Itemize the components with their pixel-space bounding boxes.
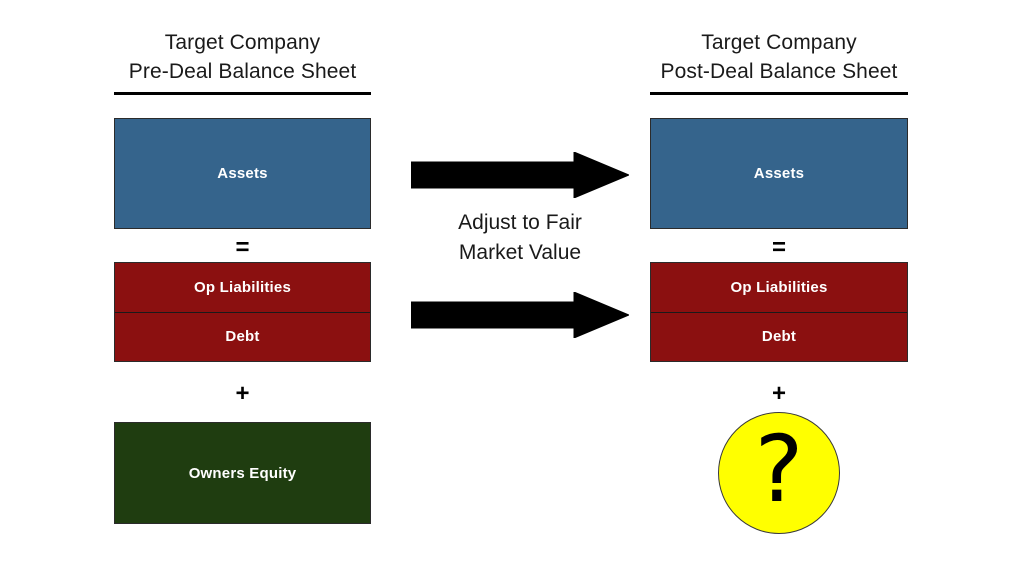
right-assets-box: Assets — [650, 118, 908, 229]
left-op-liabilities-row: Op Liabilities — [115, 263, 370, 312]
left-column-title: Target Company Pre-Deal Balance Sheet — [114, 28, 371, 86]
left-debt-label: Debt — [225, 328, 260, 346]
left-title-line-1: Target Company — [164, 31, 321, 54]
right-op-liabilities-label: Op Liabilities — [730, 278, 828, 296]
left-title-underline — [114, 92, 371, 95]
left-assets-label: Assets — [217, 165, 268, 182]
top-transform-arrow — [411, 152, 629, 198]
left-assets-box: Assets — [114, 118, 371, 229]
right-column-title: Target Company Post-Deal Balance Sheet — [650, 28, 908, 86]
right-plus-sign: + — [771, 380, 786, 407]
left-debt-row: Debt — [115, 311, 370, 362]
left-liabilities-stack: Op Liabilities Debt — [114, 262, 371, 362]
right-title-underline — [650, 92, 908, 95]
unknown-equity-circle: ? — [718, 412, 840, 534]
left-title-line-2: Pre-Deal Balance Sheet — [128, 60, 357, 83]
right-liabilities-stack: Op Liabilities Debt — [650, 262, 908, 362]
left-owners-equity-box: Owners Equity — [114, 422, 371, 524]
right-arrow-icon — [411, 292, 629, 338]
left-equals-sign: = — [235, 234, 250, 261]
left-plus-sign: + — [235, 380, 250, 407]
bottom-transform-arrow — [411, 292, 629, 338]
right-title-line-2: Post-Deal Balance Sheet — [660, 60, 898, 83]
left-owners-equity-label: Owners Equity — [188, 464, 297, 482]
transform-caption: Adjust to Fair Market Value — [400, 208, 640, 268]
left-op-liabilities-label: Op Liabilities — [194, 278, 291, 296]
question-mark-icon: ? — [754, 416, 804, 523]
right-assets-label: Assets — [753, 165, 805, 182]
transform-caption-line-2: Market Value — [458, 241, 582, 264]
right-op-liabilities-row: Op Liabilities — [651, 263, 907, 312]
right-debt-label: Debt — [761, 328, 797, 346]
transform-caption-line-1: Adjust to Fair — [458, 211, 582, 234]
right-arrow-icon — [411, 152, 629, 198]
right-equals-sign: = — [771, 234, 786, 261]
right-title-line-1: Target Company — [701, 31, 857, 54]
right-debt-row: Debt — [651, 311, 907, 362]
